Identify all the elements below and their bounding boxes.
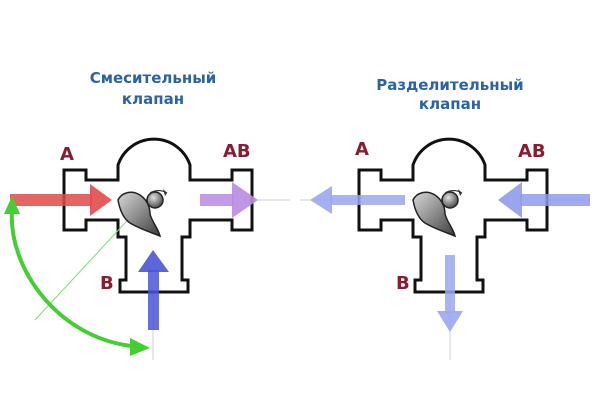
valve-stem-icon — [441, 191, 459, 209]
valve-plug-icon — [117, 191, 162, 238]
mixing-port-ab-label: AB — [223, 141, 251, 162]
flow-ab-in-arrow-shaft — [520, 194, 590, 206]
rotation-arc-arrowhead-up-icon — [4, 196, 20, 214]
flow-b-out-arrowhead-icon — [437, 311, 463, 332]
diverting-valve: Разделительный клапан A AB B — [300, 76, 590, 360]
diverting-port-b-label: B — [396, 273, 410, 294]
flow-a-arrowhead-icon — [90, 184, 112, 216]
flow-b-arrowhead-icon — [138, 250, 169, 272]
flow-a-out-arrow-shaft — [330, 195, 405, 205]
diverting-valve-body — [357, 137, 549, 294]
flow-ab-arrowhead-icon — [232, 182, 258, 218]
mixing-valve-body — [62, 137, 254, 294]
valve-stem-icon — [146, 191, 164, 209]
diverting-valve-title-line2: клапан — [419, 95, 481, 113]
mixing-port-b-label: B — [100, 273, 114, 294]
diverting-valve-title-line1: Разделительный — [376, 76, 523, 94]
flow-ab-arrow-shaft — [200, 194, 234, 206]
mixing-valve-title-line1: Смесительный — [90, 69, 217, 87]
flow-a-arrow-shaft — [10, 194, 92, 206]
mixing-valve: Смесительный клапан A AB B — [4, 69, 290, 360]
flow-b-arrow-shaft — [148, 270, 159, 330]
rotation-arc-arrowhead-right-icon — [130, 338, 150, 356]
rotation-arrowhead-icon — [163, 189, 167, 196]
mixing-valve-title-line2: клапан — [122, 90, 184, 108]
diverting-port-a-label: A — [355, 139, 369, 160]
flow-b-out-arrow-shaft — [445, 255, 455, 313]
rotation-arrowhead-icon — [458, 189, 462, 196]
rotation-arc — [9, 209, 133, 348]
mixing-port-a-label: A — [60, 144, 74, 165]
flow-ab-in-arrowhead-icon — [498, 182, 522, 218]
diverting-port-ab-label: AB — [518, 141, 546, 162]
valve-plug-icon — [412, 191, 457, 238]
flow-a-out-arrowhead-icon — [310, 186, 332, 214]
